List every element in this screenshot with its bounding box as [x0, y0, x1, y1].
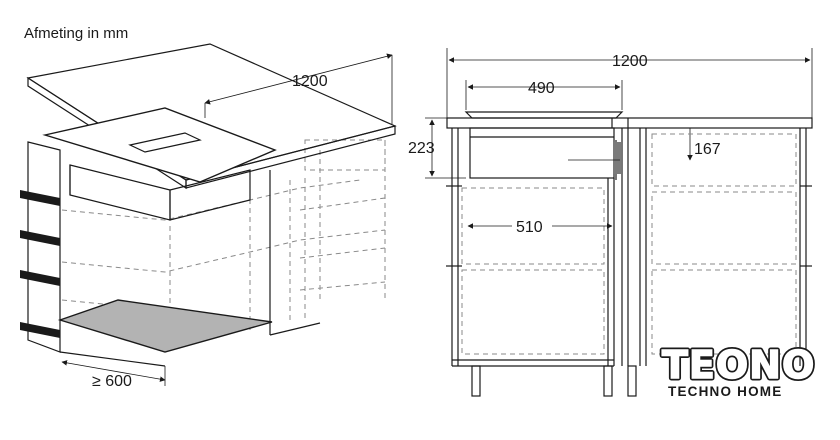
- hob-width-label: 490: [528, 80, 555, 97]
- width-label: 1200: [292, 73, 328, 90]
- depth-dimension-line: [61, 360, 166, 382]
- base-plate: [57, 299, 273, 353]
- logo-main-text: TEONO: [662, 343, 815, 387]
- side-cabinet: [20, 141, 61, 353]
- hob-body: [69, 164, 251, 221]
- hob-glass: [464, 111, 624, 119]
- hob: [42, 107, 277, 183]
- cutout-width-label: 510: [516, 219, 543, 236]
- logo-sub-text: TECHNO HOME: [668, 384, 782, 399]
- elevation-view: 1200 490 223: [408, 48, 813, 397]
- hob-body-section: [469, 127, 615, 179]
- worktop-section: [446, 117, 813, 129]
- logo-main-outline: TEONO: [662, 343, 815, 387]
- brand-logo: TEONO TEONO TECHNO HOME: [660, 341, 817, 400]
- overall-width-label: 1200: [612, 53, 648, 70]
- depth-label: ≥ 600: [92, 373, 132, 390]
- center-panel: [613, 128, 629, 366]
- left-cabinet: [446, 128, 615, 367]
- cabinet-legs: [471, 365, 637, 397]
- caption: Afmeting in mm: [24, 25, 128, 42]
- right-cabinet: [639, 128, 812, 366]
- isometric-view: 1200 ≥ 600: [20, 43, 397, 390]
- width-dimension-line: [204, 53, 393, 105]
- unit-height-label: 167: [694, 141, 721, 158]
- total-height-label: 223: [408, 140, 435, 157]
